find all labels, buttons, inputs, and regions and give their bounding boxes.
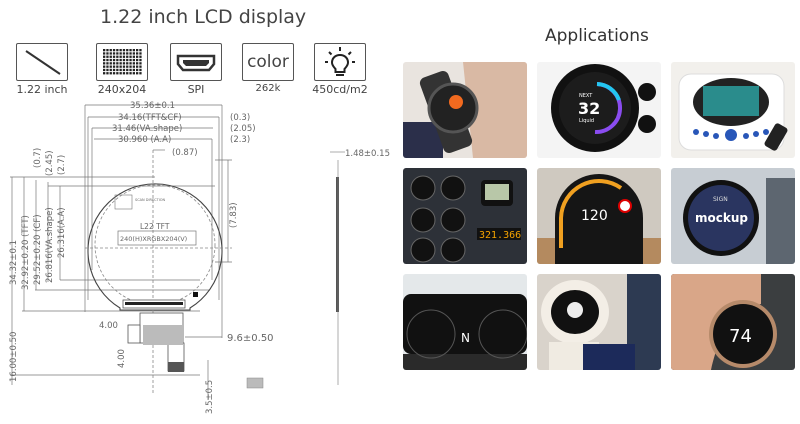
scan-label: SCAN DIRECTION	[135, 198, 166, 202]
dim-offset: (0.7)	[33, 148, 43, 168]
page-title: 1.22 inch LCD display	[100, 6, 307, 28]
pixel-grid-icon	[96, 43, 148, 81]
dim-offset: (0.87)	[172, 148, 198, 158]
dim-aa-height: 26.316(A.A)	[57, 207, 67, 258]
dim-fpc-width: 9.6±0.50	[227, 333, 274, 344]
dim-fpc-b: 4.00	[117, 349, 127, 368]
svg-text:N: N	[461, 331, 470, 345]
interface-port-icon	[170, 43, 222, 81]
app-smart-thermostat: 74	[671, 274, 795, 370]
dim-aa-width: 30.960 (A.A)	[118, 135, 171, 145]
dim-fpc-tail: 3.5±0.5	[205, 380, 215, 414]
dim-fpc-a: 4.00	[99, 321, 118, 331]
dim-va-height: 26.816(VA.shape)	[45, 207, 55, 283]
dim-offset: (2.45)	[45, 150, 55, 176]
spec-size: 1.22 inch	[12, 43, 72, 96]
dim-offset: (2.3)	[230, 135, 250, 145]
dim-outline-height: 34.32±0.1	[9, 240, 19, 285]
spec-label: 1.22 inch	[16, 83, 68, 96]
resolution-label: 240(H)XRGBX204(V)	[120, 235, 187, 243]
svg-text:NEXT: NEXT	[579, 93, 593, 99]
svg-text:Liquid: Liquid	[579, 118, 594, 124]
app-round-sign: SIGN mockup	[671, 168, 795, 264]
spec-label: 240x204	[97, 83, 147, 96]
dim-offset: (7.83)	[229, 202, 239, 228]
dim-thickness: 1.48±0.15	[345, 149, 390, 159]
dim-va-width: 31.46(VA.shape)	[112, 124, 182, 134]
app-liquid-cooler: NEXT 32 Liquid	[537, 62, 661, 158]
dim-outline-width: 35.36±0.1	[130, 101, 175, 111]
spec-brightness: 450cd/m2	[310, 43, 370, 96]
svg-text:321.366: 321.366	[479, 230, 521, 241]
dim-offset: (0.3)	[230, 113, 250, 123]
app-car-gauge: 120	[537, 168, 661, 264]
svg-text:120: 120	[581, 208, 608, 224]
app-aircraft-panel: 321.366	[403, 168, 527, 264]
spec-interface: SPI	[166, 43, 226, 96]
diagonal-size-icon	[16, 43, 68, 81]
dim-offset: (2.05)	[230, 124, 256, 134]
brightness-bulb-icon	[314, 43, 366, 81]
applications-grid: NEXT 32 Liquid 321.366 120 SIGN mockup N…	[403, 62, 795, 370]
applications-title: Applications	[545, 26, 649, 46]
spec-color: color 262k	[238, 43, 298, 94]
dim-offset: (2.7)	[57, 155, 67, 175]
spec-resolution: 240x204	[92, 43, 152, 96]
app-smart-watch	[403, 62, 527, 158]
svg-text:74: 74	[729, 326, 752, 347]
technical-drawing: 35.36±0.1 34.16(TFT&CF) 31.46(VA.shape) …	[9, 101, 390, 414]
dim-tft-cf-width: 34.16(TFT&CF)	[118, 113, 182, 123]
spec-label: 262k	[255, 83, 281, 94]
spec-label: SPI	[187, 83, 205, 96]
svg-text:mockup: mockup	[695, 211, 748, 225]
svg-text:32: 32	[578, 99, 600, 118]
dim-cf-height: 29.52±0.20 (CF)	[33, 214, 43, 285]
spec-label: 450cd/m2	[312, 83, 368, 96]
app-companion-robot	[537, 274, 661, 370]
color-text-icon: color	[242, 43, 294, 81]
model-label: L22 TFT	[140, 222, 170, 231]
dim-tft-height: 32.92±0.20 (TFT)	[21, 215, 31, 290]
dim-fpc-total: 16.00±0.50	[9, 332, 19, 382]
svg-text:SIGN: SIGN	[713, 196, 728, 203]
app-car-cluster: N	[403, 274, 527, 370]
app-medical-device	[671, 62, 795, 158]
